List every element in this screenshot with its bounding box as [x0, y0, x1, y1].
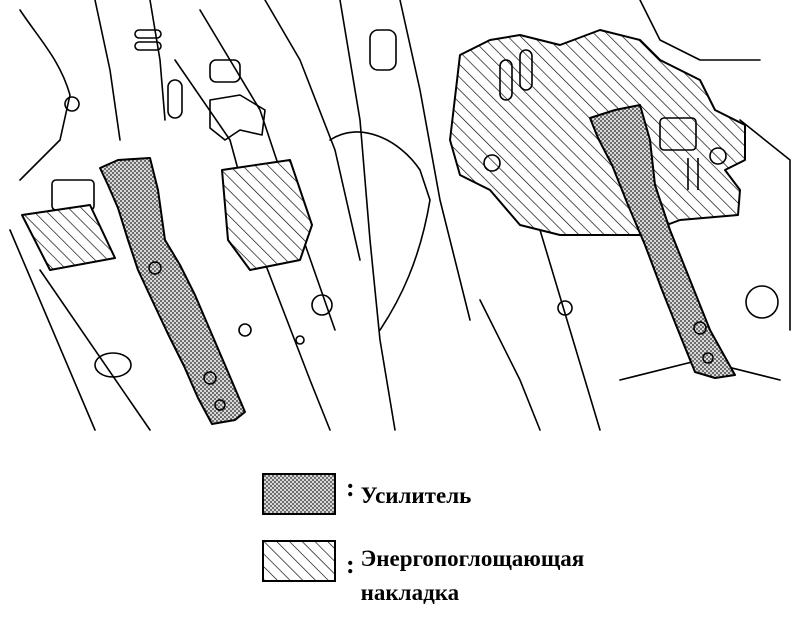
- slot-2: [209, 59, 241, 83]
- pad-slot-1: [499, 59, 513, 101]
- legend-row-energy-absorbing: : Энергопоглощающая накладка: [262, 540, 584, 610]
- reinforcement-right: [589, 104, 736, 379]
- reinf-bolt-3: [214, 399, 226, 411]
- legend-colon: :: [346, 550, 355, 579]
- pad-hole-2: [709, 147, 727, 165]
- body-outline-right-4: [639, 0, 761, 61]
- legend-label-line1: Энергопоглощающая: [360, 546, 585, 571]
- body-outline-center-2: [399, 0, 471, 321]
- body-outline-center-3: [329, 131, 431, 331]
- body-outline-left-5: [39, 269, 151, 431]
- hole-4: [557, 300, 573, 316]
- pad-slot-2: [519, 49, 533, 91]
- slot-3: [369, 29, 397, 71]
- legend-row-reinforcement: : Усилитель: [262, 473, 471, 515]
- reinf-bolt-4: [693, 321, 707, 335]
- bracket-shape: [209, 94, 266, 141]
- legend-label-energy-absorbing: Энергопоглощающая накладка: [361, 542, 585, 610]
- slot-5: [134, 41, 162, 51]
- clip-left: [94, 352, 132, 378]
- absorber-pad-left: [21, 204, 116, 271]
- reinf-bolt-2: [203, 371, 217, 385]
- hole-5: [311, 294, 333, 316]
- pad-window: [659, 117, 697, 151]
- diagram-illustration: [9, 0, 791, 431]
- pad-slots-right: [687, 158, 699, 190]
- legend-label-reinforcement: Усилитель: [360, 483, 472, 508]
- body-outline-right-3: [739, 119, 791, 331]
- slot-1: [167, 79, 183, 119]
- body-outline-left-2: [94, 0, 121, 141]
- body-outline-left-4: [9, 229, 96, 431]
- body-outline-center-1: [339, 0, 396, 431]
- hole-1: [64, 96, 80, 112]
- energy-absorbing-swatch-icon: [262, 540, 336, 582]
- reinf-bolt-5: [702, 352, 714, 364]
- legend-colon: :: [346, 473, 355, 502]
- pad-hole-1: [483, 154, 501, 172]
- hole-2: [238, 323, 252, 337]
- body-outline-right-2: [479, 299, 541, 431]
- slot-4: [134, 29, 162, 39]
- hole-3: [295, 335, 305, 345]
- absorber-pad-center: [221, 159, 313, 271]
- body-outline-right-1: [539, 229, 601, 431]
- body-outline-left-8: [264, 0, 361, 261]
- reinf-bolt-1: [148, 261, 162, 275]
- reinforcement-swatch-icon: [262, 473, 336, 515]
- legend-label-line2: накладка: [360, 580, 460, 605]
- reinforcement-left: [99, 157, 246, 425]
- body-outline-left-1: [19, 9, 71, 181]
- clip-right: [745, 285, 779, 319]
- body-outline-left-3: [149, 0, 166, 121]
